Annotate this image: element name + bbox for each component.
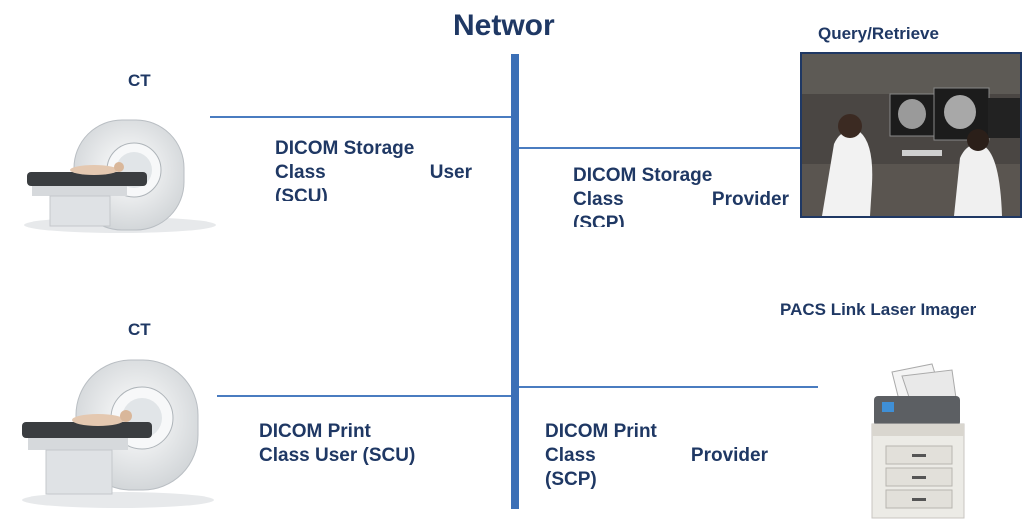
storage-scp-line2b: Provider <box>711 189 789 210</box>
link-ct-top <box>210 116 511 118</box>
ct-scanner-image-top <box>22 100 218 235</box>
print-scp-line3: (SCP) <box>545 469 597 490</box>
print-scp-line2b: Provider <box>690 445 768 466</box>
storage-scu-line2b: User <box>429 162 472 183</box>
storage-scu-label: DICOM Storage Class User (SCU) <box>275 137 472 201</box>
link-query-retrieve <box>519 147 801 149</box>
query-retrieve-label: Query/Retrieve <box>818 24 939 43</box>
ct-scanner-image-bottom <box>20 340 216 510</box>
storage-scu-line1: DICOM Storage <box>275 138 415 159</box>
print-scu-line2: Class User (SCU) <box>259 445 416 466</box>
pacs-laser-imager-label: PACS Link Laser Imager <box>780 300 977 319</box>
print-scp-line1: DICOM Print <box>545 421 657 442</box>
storage-scu-line2a: Class <box>275 162 326 183</box>
link-ct-bottom <box>217 395 511 397</box>
network-bus <box>511 54 519 509</box>
print-scu-line1: DICOM Print <box>259 421 371 442</box>
storage-scp-line1: DICOM Storage <box>573 165 713 186</box>
storage-scu-line3: (SCU) <box>275 186 328 201</box>
laser-imager-image <box>852 362 972 520</box>
network-title: Networ <box>453 9 555 42</box>
print-scp-line2a: Class <box>545 445 596 466</box>
print-scu-label: DICOM Print Class User (SCU) <box>259 420 459 468</box>
ct-top-label: CT <box>128 71 151 90</box>
workstation-photo <box>800 52 1022 218</box>
link-laser-imager <box>519 386 818 388</box>
storage-scp-label: DICOM Storage Class Provider (SCP) <box>573 164 789 227</box>
print-scp-label: DICOM Print Class Provider (SCP) <box>545 420 768 492</box>
storage-scp-line3: (SCP) <box>573 213 625 227</box>
storage-scp-line2a: Class <box>573 189 624 210</box>
ct-bottom-label: CT <box>128 320 151 339</box>
